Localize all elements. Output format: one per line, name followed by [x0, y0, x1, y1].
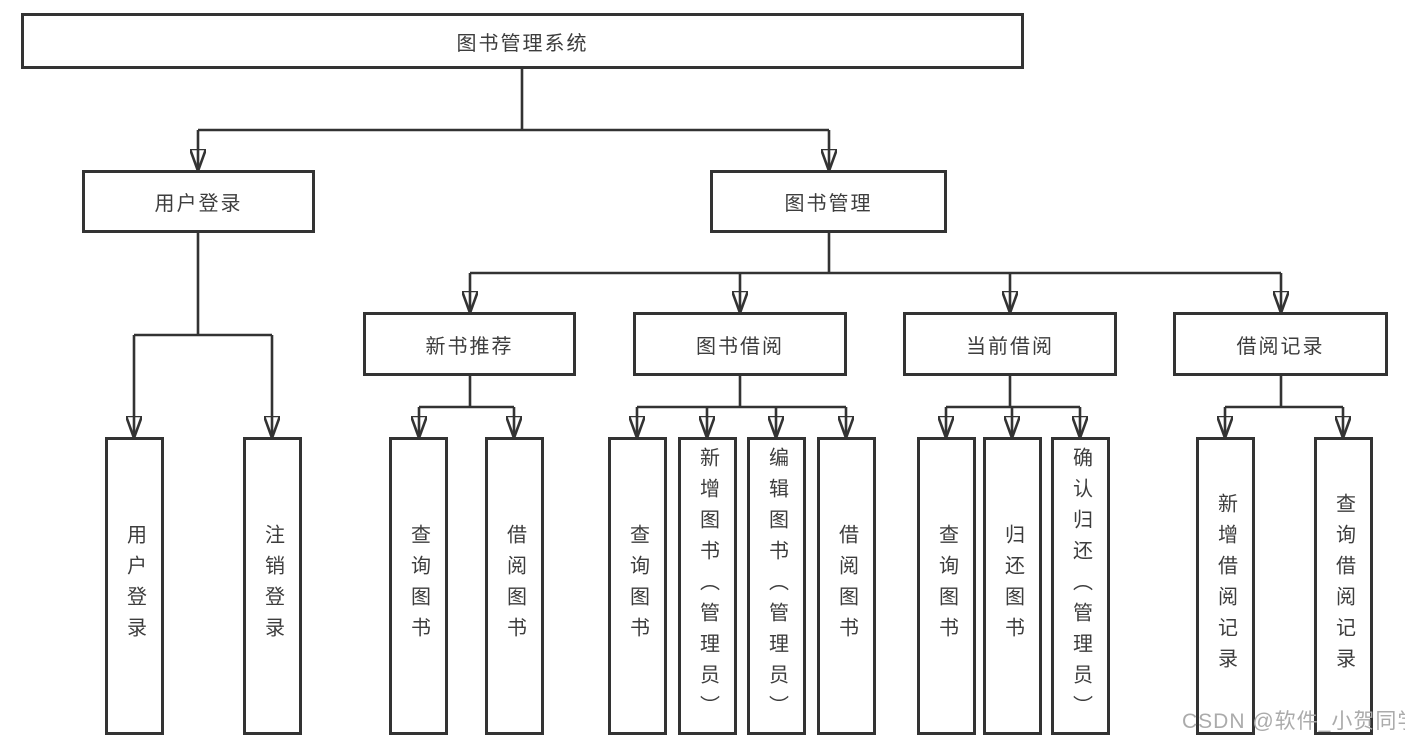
leaf-label: 注销登录 [261, 524, 284, 648]
leaf-label: 用户登录 [123, 524, 146, 648]
leaf-records-query-record: 查询借阅记录 [1314, 437, 1373, 735]
leaf-label: 新增图书（管理员） [696, 446, 719, 726]
leaf-label: 查询借阅记录 [1332, 493, 1355, 679]
leaf-current-return-book: 归还图书 [983, 437, 1042, 735]
leaf-label: 新增借阅记录 [1214, 493, 1237, 679]
leaf-label: 查询图书 [626, 524, 649, 648]
leaf-current-query-book: 查询图书 [917, 437, 976, 735]
node-book-management: 图书管理 [710, 170, 947, 233]
leaf-label: 借阅图书 [503, 524, 526, 648]
leaf-label: 查询图书 [935, 524, 958, 648]
node-user-login: 用户登录 [82, 170, 315, 233]
leaf-rec-borrow-book: 借阅图书 [485, 437, 544, 735]
node-current-borrow: 当前借阅 [903, 312, 1117, 376]
node-new-book-recommend: 新书推荐 [363, 312, 576, 376]
leaf-borrow-add-book-admin: 新增图书（管理员） [678, 437, 737, 735]
leaf-user-login: 用户登录 [105, 437, 164, 735]
csdn-watermark: CSDN @软件_小贺同学 [1182, 710, 1405, 733]
leaf-rec-query-book: 查询图书 [389, 437, 448, 735]
node-root-system: 图书管理系统 [21, 13, 1024, 69]
leaf-label: 确认归还（管理员） [1069, 446, 1092, 726]
leaf-label: 归还图书 [1001, 524, 1024, 648]
leaf-label: 查询图书 [407, 524, 430, 648]
leaf-label: 编辑图书（管理员） [765, 446, 788, 726]
leaf-borrow-borrow-book: 借阅图书 [817, 437, 876, 735]
leaf-records-add-record: 新增借阅记录 [1196, 437, 1255, 735]
leaf-label: 借阅图书 [835, 524, 858, 648]
leaf-current-confirm-return-admin: 确认归还（管理员） [1051, 437, 1110, 735]
node-borrow-records: 借阅记录 [1173, 312, 1388, 376]
node-book-borrow: 图书借阅 [633, 312, 847, 376]
leaf-borrow-edit-book-admin: 编辑图书（管理员） [747, 437, 806, 735]
leaf-logout: 注销登录 [243, 437, 302, 735]
leaf-borrow-query-book: 查询图书 [608, 437, 667, 735]
